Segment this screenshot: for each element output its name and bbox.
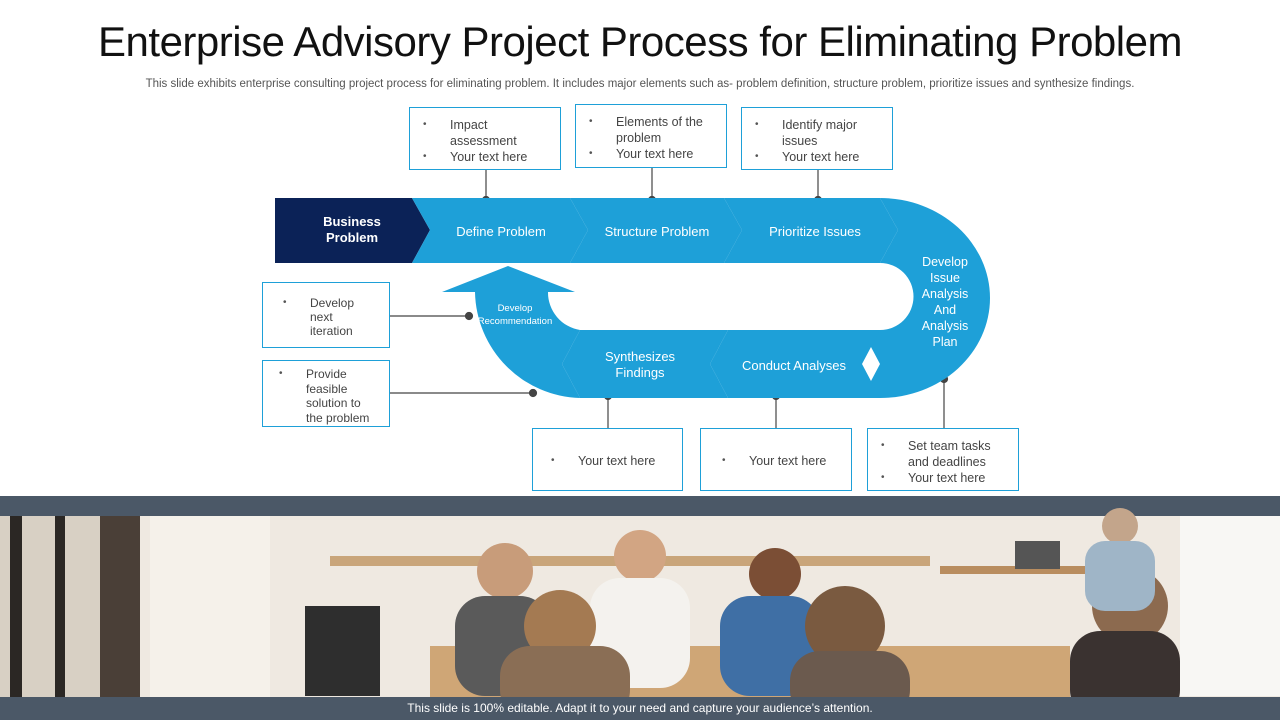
chevron-business-problem bbox=[275, 198, 430, 263]
chevron-structure-problem bbox=[570, 198, 742, 263]
list-item: Set team tasks and deadlines bbox=[881, 438, 1008, 470]
chevron-conduct-analyses bbox=[710, 330, 880, 398]
list-item: Identify major issues bbox=[755, 117, 868, 149]
photo-top-band bbox=[0, 496, 1280, 516]
label-prioritize-issues: Prioritize Issues bbox=[769, 223, 861, 239]
list-item: Your text here bbox=[423, 149, 560, 165]
list-item: Impact assessment bbox=[423, 117, 540, 149]
chevron-prioritize-issues bbox=[724, 198, 898, 263]
chevron-define-problem bbox=[412, 198, 588, 263]
textbox-prioritize: Identify major issues Your text here bbox=[741, 107, 893, 170]
slide-title: Enterprise Advisory Project Process for … bbox=[98, 18, 1182, 65]
textbox-iteration: Develop next iteration bbox=[262, 282, 390, 348]
list-item: Your text here bbox=[722, 453, 851, 469]
label-conduct-analyses: Conduct Analyses bbox=[741, 357, 847, 373]
photo-illustration bbox=[0, 508, 1280, 720]
textbox-structure: Elements of the problem Your text here bbox=[575, 104, 727, 168]
label-define-problem: Define Problem bbox=[456, 223, 546, 239]
footer-note: This slide is 100% editable. Adapt it to… bbox=[0, 697, 1280, 720]
textbox-solution: Provide feasible solution to the problem bbox=[262, 360, 390, 427]
list-item: Develop next iteration bbox=[283, 296, 362, 338]
list-item: Your text here bbox=[755, 149, 892, 165]
curve-develop-recommendation bbox=[442, 266, 580, 398]
textbox-define: Impact assessment Your text here bbox=[409, 107, 561, 170]
list-item: Your text here bbox=[881, 470, 1018, 486]
label-business-problem: Business Problem bbox=[323, 214, 381, 245]
label-develop-plan: Develop Issue Analysis And Analysis Plan bbox=[921, 255, 969, 349]
slide-subtitle: This slide exhibits enterprise consultin… bbox=[145, 78, 1135, 90]
process-diagram bbox=[275, 168, 990, 428]
list-item: Your text here bbox=[589, 146, 726, 162]
textbox-plan: Set team tasks and deadlines Your text h… bbox=[867, 428, 1019, 491]
label-develop-recommendation: Develop Recommendation bbox=[477, 303, 553, 327]
textbox-synthesize: Your text here bbox=[532, 428, 683, 491]
chevron-synthesizes-findings bbox=[562, 330, 728, 398]
team-meeting-photo bbox=[0, 496, 1280, 720]
textbox-conduct: Your text here bbox=[700, 428, 852, 491]
list-item: Elements of the problem bbox=[589, 114, 716, 146]
label-synthesizes-findings: Synthesizes Findings bbox=[604, 349, 676, 380]
u-turn-develop-plan bbox=[862, 198, 990, 398]
label-structure-problem: Structure Problem bbox=[604, 223, 710, 239]
list-item: Your text here bbox=[551, 453, 682, 469]
list-item: Provide feasible solution to the problem bbox=[279, 367, 378, 425]
